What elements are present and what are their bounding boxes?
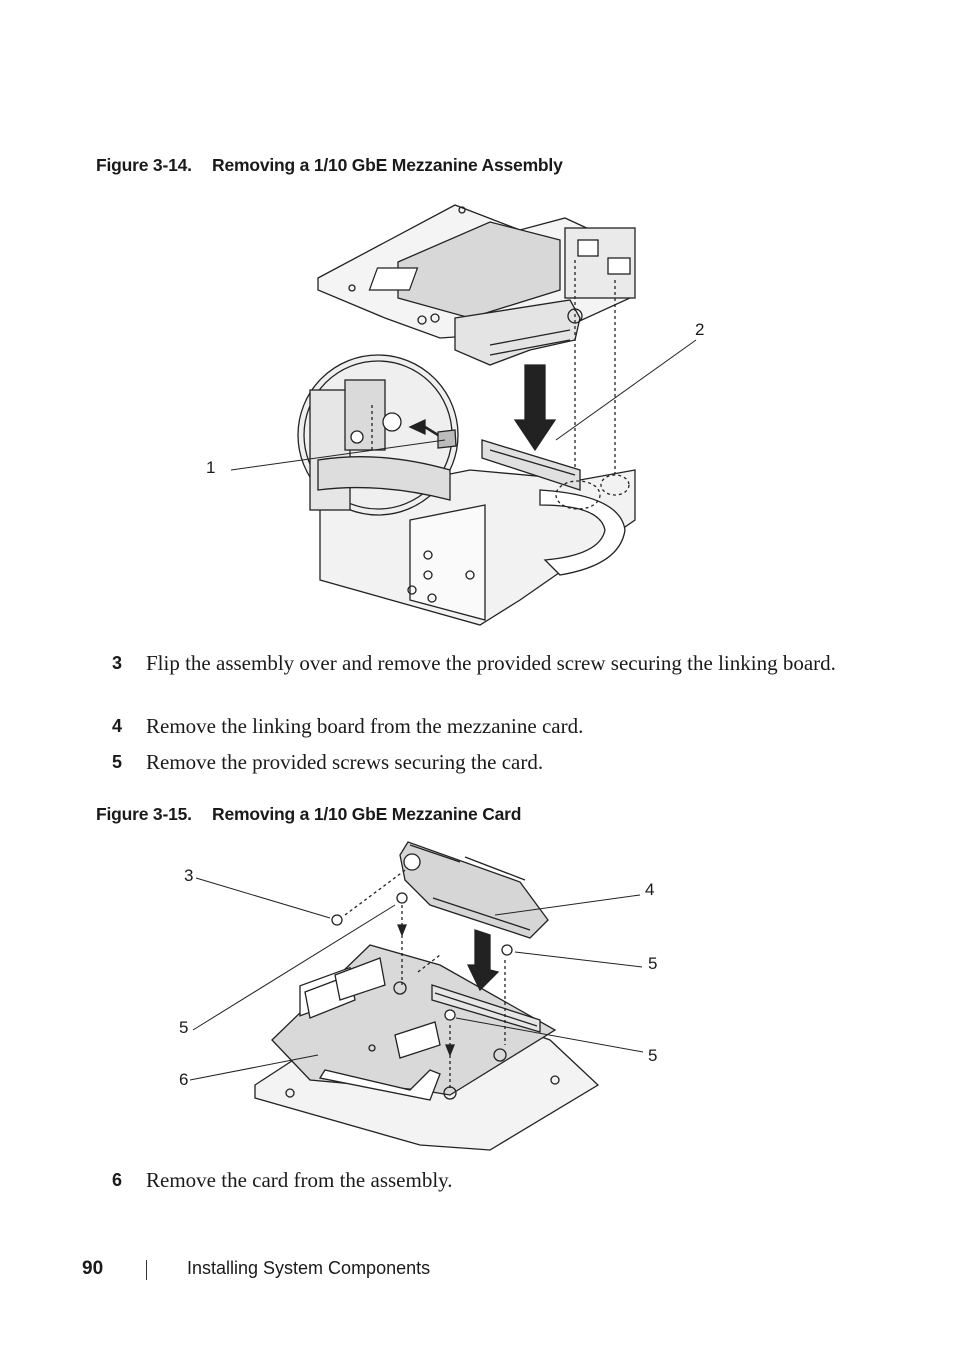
assembly-plate: [254, 999, 600, 1151]
down-arrow-icon: [513, 364, 557, 452]
callout-3: 3: [184, 866, 194, 885]
down-arrow-icon: [466, 929, 500, 992]
footer-divider: [146, 1260, 147, 1280]
step-text: Remove the card from the assembly.: [146, 1168, 453, 1192]
step-number: 4: [112, 716, 123, 736]
callout-5: 5: [648, 954, 658, 973]
figure-caption: Figure 3-15. Removing a 1/10 GbE Mezzanin…: [96, 804, 521, 825]
screw-icon: [396, 892, 408, 904]
step-text: Flip the assembly over and remove the pr…: [146, 651, 836, 675]
callout-1: 1: [206, 458, 216, 477]
callout-5: 5: [179, 1018, 189, 1037]
callout-5: 5: [648, 1046, 658, 1065]
figure-number: Figure 3-15.: [96, 804, 192, 824]
footer-section-title: Installing System Components: [187, 1258, 431, 1278]
figure-title: Removing a 1/10 GbE Mezzanine Card: [212, 804, 522, 824]
screw-icon: [501, 944, 513, 956]
step-item: 5 Remove the provided screws securing th…: [112, 749, 852, 776]
figure-3-14-illustration: [230, 204, 697, 626]
callout-2: 2: [695, 320, 705, 339]
step-text: Remove the linking board from the mezzan…: [146, 714, 584, 738]
figure-caption: Figure 3-14. Removing a 1/10 GbE Mezzanin…: [96, 155, 563, 176]
step-number: 5: [112, 752, 123, 772]
step-item: 3 Flip the assembly over and remove the …: [112, 650, 852, 677]
figure-title: Removing a 1/10 GbE Mezzanine Assembly: [212, 155, 563, 175]
figure-number: Figure 3-14.: [96, 155, 192, 175]
mezzanine-card-top: [397, 221, 561, 319]
step-number: 6: [112, 1170, 123, 1190]
step-number: 3: [112, 653, 123, 673]
page-number: 90: [82, 1258, 104, 1279]
callout-6: 6: [179, 1070, 189, 1089]
step-item: 4 Remove the linking board from the mezz…: [112, 713, 852, 740]
linking-board-top: [454, 299, 581, 366]
screw-icon: [444, 1009, 456, 1021]
linking-board: [399, 841, 549, 939]
step-item: 6 Remove the card from the assembly.: [112, 1167, 852, 1194]
callout-4: 4: [645, 880, 655, 899]
screw-icon: [437, 429, 457, 449]
step-text: Remove the provided screws securing the …: [146, 750, 544, 774]
screw-icon: [331, 914, 343, 926]
